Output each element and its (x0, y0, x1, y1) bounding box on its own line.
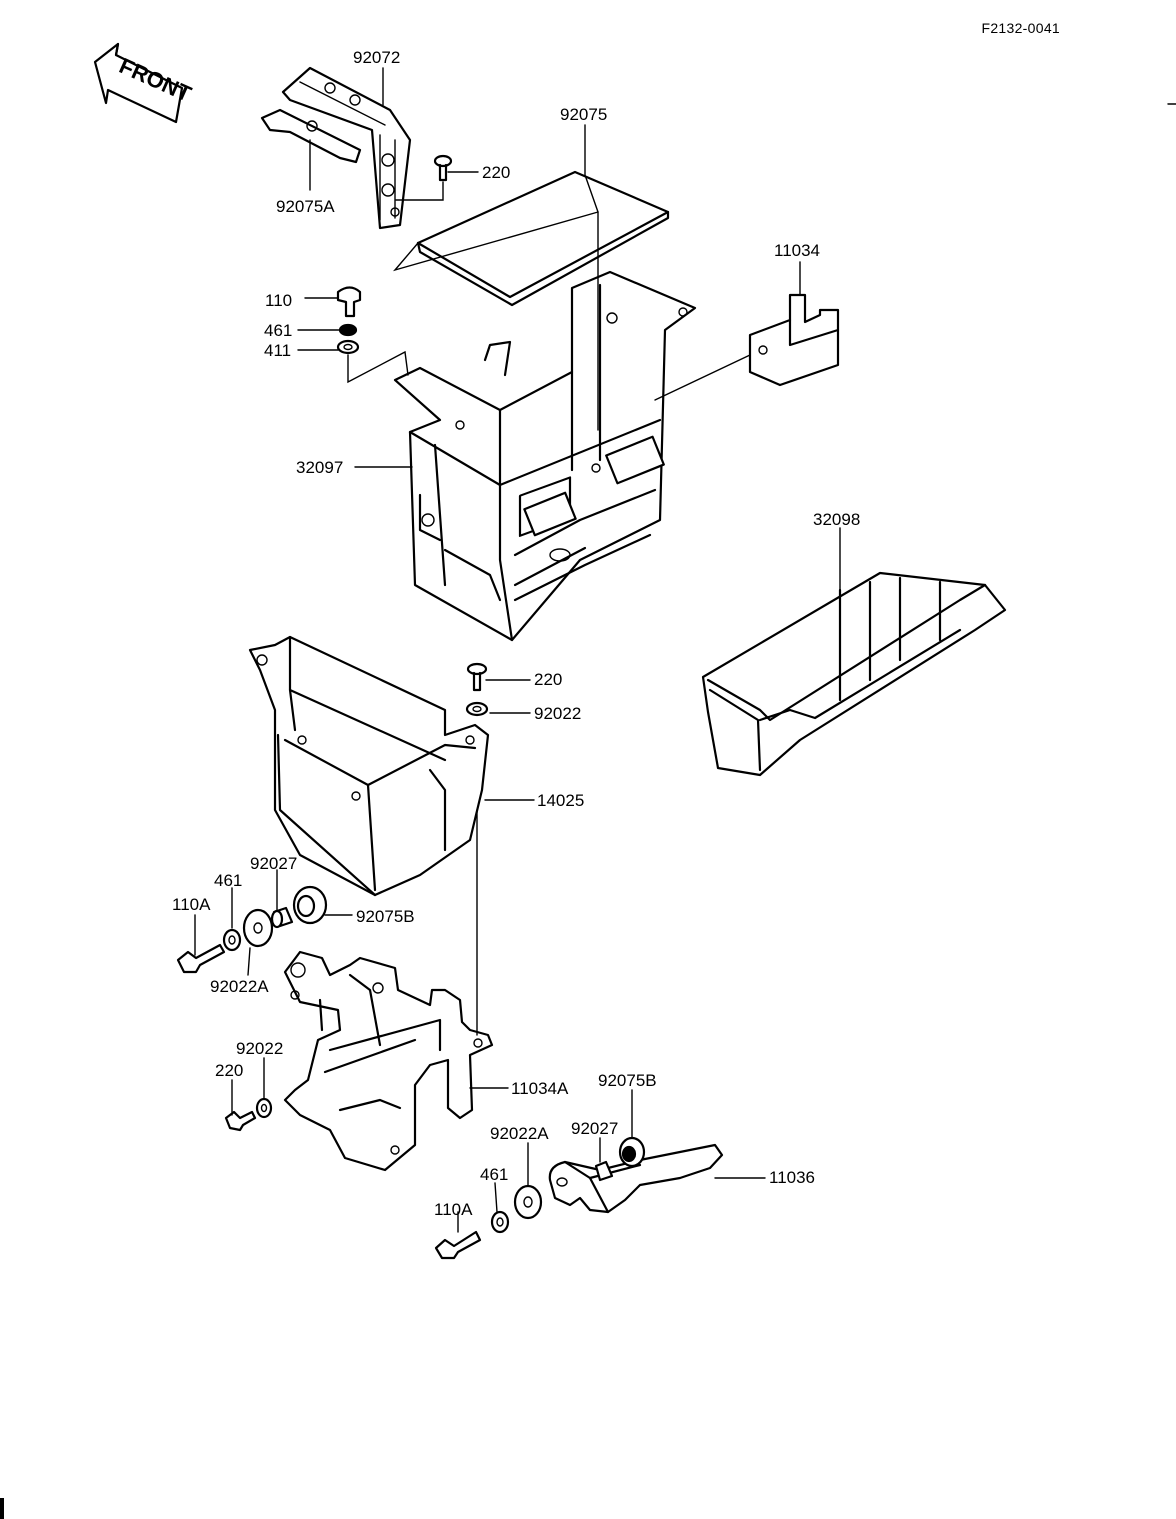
part-92075-pad (416, 170, 670, 307)
label-92075: 92075 (560, 105, 608, 124)
washer-461-bottom-icon (490, 1210, 510, 1234)
screw-220-low-icon (224, 1110, 257, 1132)
label-92027-left: 92027 (250, 854, 298, 873)
label-92027-right: 92027 (571, 1119, 619, 1138)
washer-92022a-right-icon (513, 1184, 543, 1220)
part-11034a-plate (283, 950, 494, 1172)
edge-margin-mark (0, 1498, 4, 1519)
washer-461-left-icon (222, 928, 242, 952)
label-461-top: 461 (264, 321, 293, 340)
collar-92027-right-icon (594, 1160, 614, 1182)
washer-461-top-icon (338, 323, 358, 337)
label-411: 411 (264, 341, 292, 360)
leader-lines (194, 67, 841, 1233)
label-92075a: 92075A (276, 197, 335, 216)
label-11036: 11036 (769, 1168, 816, 1187)
diagram-code: F2132-0041 (981, 20, 1060, 36)
washer-411-icon (336, 339, 360, 355)
label-14025: 14025 (537, 791, 585, 810)
label-110a-bottom: 110A (434, 1200, 473, 1219)
washer-92022a-left-icon (242, 908, 274, 948)
collar-92027-left-icon (270, 906, 294, 929)
screw-220-top-icon (433, 154, 453, 182)
grommet-92075b-left-icon (292, 885, 328, 925)
front-arrow-icon: FRONT (93, 42, 196, 124)
bolt-110a-left-icon (176, 943, 226, 974)
bolt-110-icon (336, 286, 362, 318)
part-32097-battery-case (393, 270, 697, 642)
label-11034a: 11034A (511, 1079, 569, 1098)
label-461-bottom: 461 (480, 1165, 509, 1184)
label-92072: 92072 (353, 48, 401, 67)
label-11034: 11034 (774, 241, 821, 260)
label-220-top: 220 (482, 163, 511, 182)
grommet-92075b-right-icon (618, 1136, 646, 1168)
washer-92022-low-icon (255, 1097, 273, 1119)
label-32097: 32097 (296, 458, 344, 477)
washer-92022-mid-icon (465, 701, 489, 717)
label-110a-left: 110A (172, 895, 211, 914)
part-92075a-pad (260, 108, 362, 164)
label-220-mid: 220 (534, 670, 563, 689)
label-92075b-right: 92075B (598, 1071, 657, 1090)
label-110: 110 (265, 291, 293, 310)
label-92075b-left: 92075B (356, 907, 415, 926)
screw-220-mid-icon (466, 662, 488, 692)
bolt-110a-bottom-icon (434, 1230, 482, 1260)
part-11034-bracket (748, 293, 840, 387)
label-461-left: 461 (214, 871, 243, 890)
label-92022-low: 92022 (236, 1039, 284, 1058)
label-32098: 32098 (813, 510, 861, 529)
part-32098-tray (701, 571, 1007, 777)
label-92022a-left: 92022A (210, 977, 269, 996)
label-92022a-right: 92022A (490, 1124, 549, 1143)
part-14025-box (248, 635, 490, 897)
part-92072-bracket (281, 66, 412, 230)
label-220-low: 220 (215, 1061, 244, 1080)
label-92022-mid: 92022 (534, 704, 582, 723)
